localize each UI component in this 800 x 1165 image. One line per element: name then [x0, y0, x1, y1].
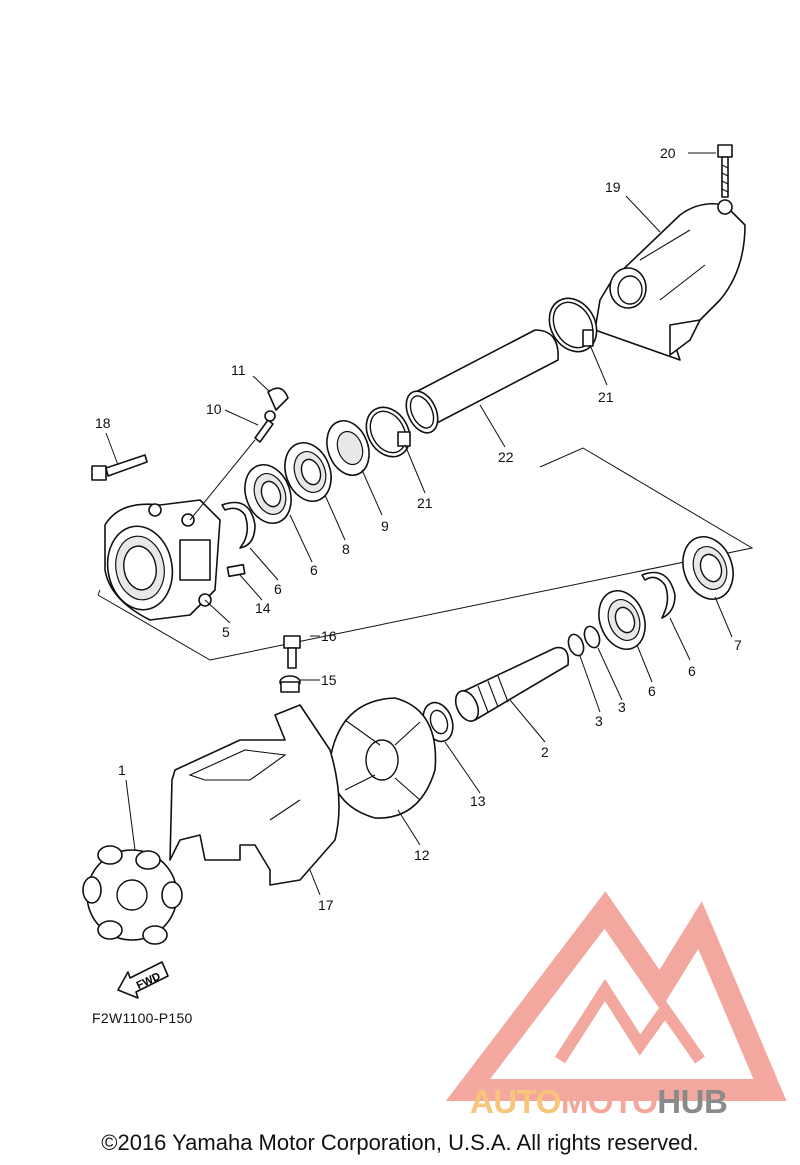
- label-part-3a: 3: [618, 699, 626, 715]
- bearing-part-5-upper: [244, 464, 292, 524]
- callout-labels: 20 19 21 22 21 9 8 6 6 14 5 18 11 10 7 6…: [95, 145, 742, 913]
- fwd-arrow-icon: FWD: [117, 961, 169, 999]
- label-part-21-lower: 21: [417, 495, 433, 511]
- o-rings-part-3: [567, 625, 601, 657]
- leader-lines: [105, 152, 733, 896]
- brand-moto: MOTO: [560, 1083, 658, 1120]
- label-part-8: 8: [342, 541, 350, 557]
- label-part-16: 16: [321, 628, 337, 644]
- label-part-2: 2: [541, 744, 549, 760]
- hose-part-22: [405, 329, 559, 434]
- label-part-22: 22: [498, 449, 514, 465]
- diagram-code: F2W1100-P150: [92, 1010, 193, 1026]
- label-part-1: 1: [118, 762, 126, 778]
- label-part-17: 17: [318, 897, 334, 913]
- label-part-9: 9: [381, 518, 389, 534]
- brand-auto: AUTO: [470, 1083, 561, 1120]
- label-part-3b: 3: [595, 713, 603, 729]
- bolt-part-18: [91, 454, 148, 481]
- damper-part-1: [82, 845, 183, 945]
- circlip-part-6-upper: [221, 501, 256, 549]
- clamp-part-21-lower: [365, 406, 411, 458]
- label-part-10: 10: [206, 401, 222, 417]
- label-part-14: 14: [255, 600, 271, 616]
- pin-part-14: [226, 563, 246, 578]
- watermark-brand-text: AUTOMOTOHUB: [470, 1083, 728, 1121]
- label-part-19: 19: [605, 179, 621, 195]
- bearing-part-7: [682, 536, 734, 600]
- label-part-5-lower: 6: [648, 683, 656, 699]
- shaft-part-2: [454, 646, 570, 722]
- impeller-part-12: [329, 697, 437, 819]
- label-part-11: 11: [231, 362, 246, 378]
- bolt-part-20: [717, 144, 733, 198]
- label-part-20: 20: [660, 145, 676, 161]
- label-part-18: 18: [95, 415, 111, 431]
- circlip-part-6-lower: [641, 571, 676, 619]
- label-part-4: 5: [222, 624, 230, 640]
- nozzle-part-19: [594, 199, 746, 361]
- clamp-part-21-upper: [548, 297, 598, 353]
- assembly-frame: [97, 447, 754, 661]
- label-part-13: 13: [470, 793, 486, 809]
- bearing-part-5-lower: [598, 590, 646, 650]
- brand-hub: HUB: [657, 1083, 728, 1120]
- watermark-logo-icon: [445, 891, 787, 1101]
- copyright-text: ©2016 Yamaha Motor Corporation, U.S.A. A…: [101, 1130, 699, 1155]
- bolt-part-16: [283, 635, 301, 669]
- label-part-12: 12: [414, 847, 430, 863]
- collar-part-15: [279, 675, 301, 693]
- bearing-part-8: [284, 442, 332, 502]
- label-part-7: 7: [734, 637, 742, 653]
- cap-part-11: [267, 387, 289, 411]
- housing-part-4: [104, 499, 221, 621]
- grease-fitting-part-10: [254, 410, 276, 443]
- label-part-5-upper: 6: [310, 562, 318, 578]
- label-part-6-lower: 6: [688, 663, 696, 679]
- seal-part-9: [326, 420, 370, 476]
- guard-part-17: [169, 704, 340, 886]
- label-part-21-upper: 21: [598, 389, 614, 405]
- label-part-15: 15: [321, 672, 337, 688]
- label-part-6-upper: 6: [274, 581, 282, 597]
